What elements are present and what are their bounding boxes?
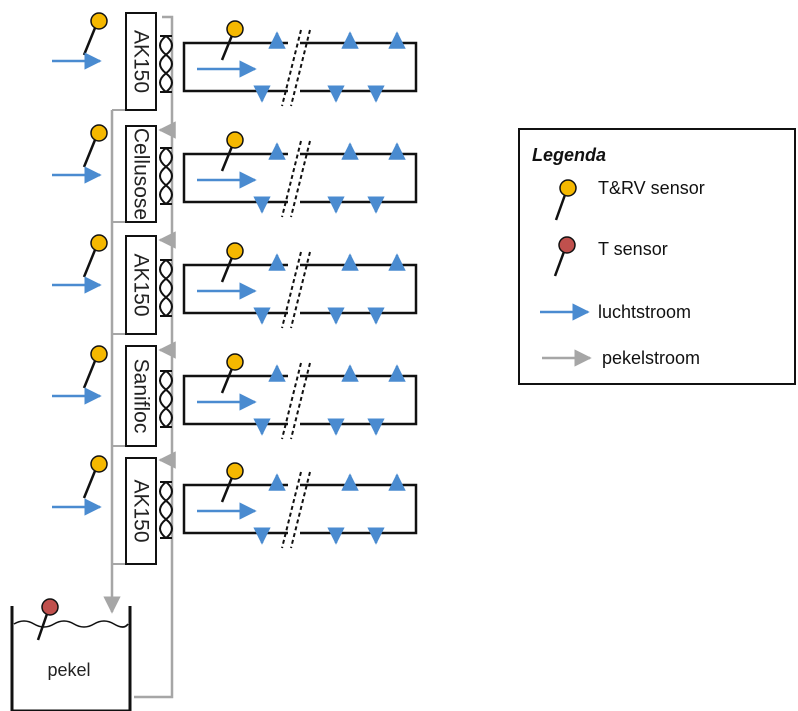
- yellow-sensor-icon: [90, 234, 108, 252]
- filter-box: [125, 12, 157, 111]
- yellow-sensor-icon: [226, 131, 244, 149]
- duct-sensor-stem: [220, 474, 235, 503]
- filter-box: [125, 235, 157, 335]
- legend-label-t-sensor: T sensor: [598, 239, 668, 259]
- heat-exchanger-coil: [159, 481, 173, 539]
- duct-break-mark: [281, 362, 302, 440]
- heat-exchanger-coil: [159, 147, 173, 205]
- duct-break-mark: [290, 251, 311, 329]
- yellow-sensor-icon: [90, 345, 108, 363]
- filter-box: [125, 345, 157, 447]
- brine-piping: [103, 15, 176, 699]
- duct-break-mark: [281, 251, 302, 329]
- legend-sensor-stem: [553, 248, 567, 277]
- tank-label: pekel: [47, 660, 90, 680]
- filter-label: AK150: [130, 253, 153, 316]
- unit-row-2: Cellusose: [52, 124, 418, 223]
- legend-sensor-stem: [554, 191, 568, 221]
- brine-surface: [13, 620, 129, 628]
- duct-break-gap: [288, 481, 300, 537]
- heat-exchanger-coil: [159, 370, 173, 428]
- duct-break-mark: [290, 140, 311, 218]
- legend-box: [518, 128, 796, 385]
- red-sensor-icon: [41, 598, 59, 616]
- yellow-sensor-icon: [90, 455, 108, 473]
- filter-box: [125, 125, 157, 223]
- duct-sensor-stem: [220, 143, 235, 172]
- duct-sensor-stem: [220, 365, 235, 394]
- duct-break-mark: [281, 29, 302, 107]
- duct-break-gap: [288, 39, 300, 95]
- brine-tank: pekel: [10, 598, 132, 711]
- legend-label-brine-flow: pekelstroom: [602, 348, 700, 368]
- heat-exchanger-coil: [159, 35, 173, 93]
- yellow-sensor-icon: [226, 20, 244, 38]
- unit-row-5: AK150: [52, 455, 418, 565]
- filter-label: AK150: [130, 479, 153, 542]
- legend-title: Legenda: [532, 145, 606, 165]
- heat-exchanger-coil: [159, 481, 173, 539]
- legend: Legenda T&RV sensor T sensor luchtstroom…: [518, 128, 796, 385]
- duct-sensor-stem: [220, 254, 235, 283]
- heat-exchanger-coil: [159, 35, 173, 93]
- legend-label-trv-sensor: T&RV sensor: [598, 178, 705, 198]
- unit-row-1: AK150: [52, 12, 418, 111]
- filter-box: [125, 457, 157, 565]
- red-sensor-icon: [558, 236, 576, 254]
- legend-label-air-flow: luchtstroom: [598, 302, 691, 322]
- yellow-sensor-icon: [226, 353, 244, 371]
- filter-label: AK150: [130, 30, 153, 93]
- yellow-sensor-icon: [90, 124, 108, 142]
- duct-sensor-stem: [220, 32, 235, 61]
- duct-break-gap: [288, 150, 300, 206]
- red-sensor-stem: [36, 610, 50, 641]
- yellow-sensor-icon: [90, 12, 108, 30]
- tank-outline: [10, 606, 132, 711]
- duct-break-gap: [288, 261, 300, 317]
- duct-break-mark: [281, 471, 302, 549]
- duct-break-mark: [290, 29, 311, 107]
- yellow-sensor-icon: [226, 242, 244, 260]
- heat-exchanger-coil: [159, 370, 173, 428]
- filter-label: Cellusose: [130, 128, 153, 220]
- heat-exchanger-coil: [159, 259, 173, 317]
- yellow-sensor-icon: [226, 462, 244, 480]
- filter-label: Saniflоc: [130, 359, 153, 434]
- yellow-sensor-icon: [559, 179, 577, 197]
- duct-break-mark: [290, 471, 311, 549]
- unit-row-4: Saniflоc: [52, 345, 418, 447]
- duct-break-mark: [281, 140, 302, 218]
- heat-exchanger-coil: [159, 259, 173, 317]
- unit-row-3: AK150: [52, 234, 418, 335]
- duct-break-gap: [288, 372, 300, 428]
- heat-exchanger-coil: [159, 147, 173, 205]
- duct-break-mark: [290, 362, 311, 440]
